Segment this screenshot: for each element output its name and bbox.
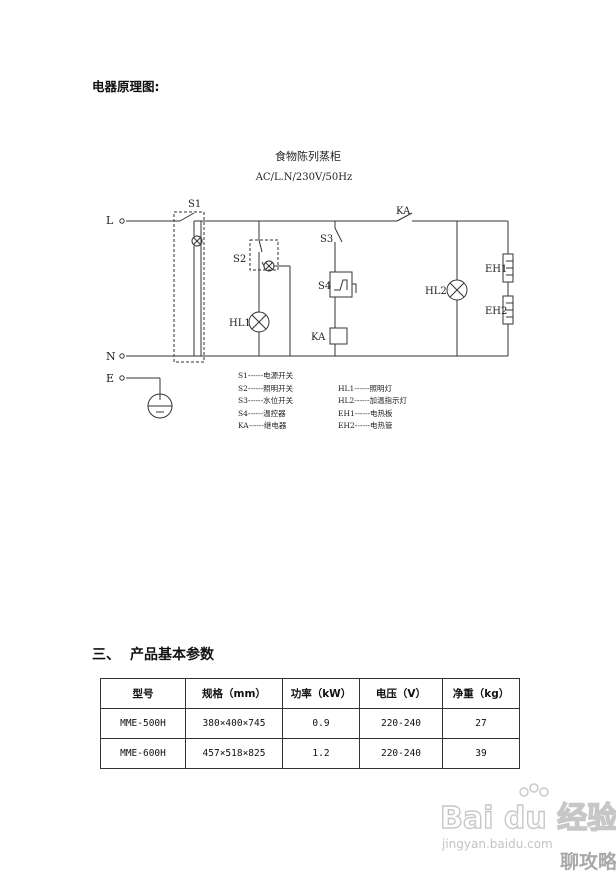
- terminal-L: [119, 218, 125, 224]
- s4-thermostat-icon: [329, 271, 353, 298]
- paw-icon: [519, 783, 549, 797]
- circuit-heading: 电器原理图:: [92, 79, 160, 94]
- legend-item: S1------电源开关: [238, 370, 294, 380]
- cell: 1.2: [282, 738, 360, 769]
- watermark: Bai du 经验 jingyan.baidu.com 聊攻略: [439, 783, 616, 873]
- hl2-lamp-icon: [446, 279, 468, 301]
- col-model: 型号: [100, 678, 186, 709]
- watermark-url: jingyan.baidu.com: [441, 837, 553, 851]
- cell: 27: [442, 708, 520, 739]
- label-HL1: HL1: [229, 318, 251, 329]
- watermark-brand: Bai du 经验: [440, 801, 616, 836]
- diagram-title: 食物陈列蒸柜: [275, 149, 341, 163]
- section-number: 三、: [92, 647, 120, 663]
- legend-left: S1------电源开关 S2------照明开关 S3------水位开关 S…: [238, 370, 294, 430]
- label-S4: S4: [318, 281, 331, 292]
- label-EH1: EH1: [485, 264, 507, 275]
- cell: 220-240: [359, 738, 443, 769]
- table-row: MME-500H 380×400×745 0.9 220-240 27: [100, 708, 520, 739]
- col-power: 功率（kW）: [282, 678, 360, 709]
- label-S3: S3: [320, 234, 333, 245]
- label-L: L: [106, 214, 114, 227]
- col-voltage: 电压（V）: [359, 678, 443, 709]
- legend-item: EH1------电热板: [338, 408, 393, 418]
- section-title: 三、产品基本参数: [92, 644, 214, 664]
- cell: MME-600H: [100, 738, 186, 769]
- hl1-lamp-icon: [248, 311, 270, 333]
- s2-indicator-icon: [263, 260, 275, 272]
- label-N: N: [106, 350, 116, 363]
- spec-table: 型号 规格（mm） 功率（kW） 电压（V） 净重（kg） MME-500H 3…: [100, 678, 520, 769]
- s1-indicator-icon: [191, 235, 203, 247]
- legend-item: S3------水位开关: [238, 395, 294, 405]
- label-KA-contact: KA: [396, 206, 411, 217]
- watermark-corner: 聊攻略: [560, 850, 616, 873]
- legend-item: EH2------电热管: [338, 420, 393, 430]
- label-EH2: EH2: [485, 306, 507, 317]
- cell: 39: [442, 738, 520, 769]
- ka-coil-icon: [329, 327, 348, 345]
- table-row: MME-600H 457×518×825 1.2 220-240 39: [100, 738, 520, 769]
- s1-switch-box: [173, 211, 205, 363]
- cell: 457×518×825: [185, 738, 283, 769]
- label-S1: S1: [188, 199, 201, 210]
- legend-item: HL2------加温指示灯: [338, 395, 407, 405]
- col-weight: 净重（kg）: [442, 678, 520, 709]
- label-KA-coil: KA: [311, 332, 326, 343]
- wiring: [126, 212, 509, 400]
- terminal-E: [119, 375, 125, 381]
- cell: MME-500H: [100, 708, 186, 739]
- table-header-row: 型号 规格（mm） 功率（kW） 电压（V） 净重（kg）: [100, 678, 520, 709]
- label-S2: S2: [233, 254, 246, 265]
- s2-switch-box: [249, 239, 279, 271]
- legend-item: S4------温控器: [238, 408, 286, 418]
- cell: 220-240: [359, 708, 443, 739]
- legend-item: S2------照明开关: [238, 383, 294, 393]
- terminal-N: [119, 353, 125, 359]
- cell: 380×400×745: [185, 708, 283, 739]
- cell: 0.9: [282, 708, 360, 739]
- section-label: 产品基本参数: [130, 647, 214, 663]
- col-size: 规格（mm）: [185, 678, 283, 709]
- diagram-supply: AC/L.N/230V/50Hz: [255, 172, 353, 183]
- legend-item: HL1------照明灯: [338, 383, 392, 393]
- legend-right: HL1------照明灯 HL2------加温指示灯 EH1------电热板…: [338, 383, 407, 430]
- legend-item: KA------继电器: [238, 420, 287, 430]
- label-HL2: HL2: [425, 286, 447, 297]
- label-E: E: [106, 372, 114, 385]
